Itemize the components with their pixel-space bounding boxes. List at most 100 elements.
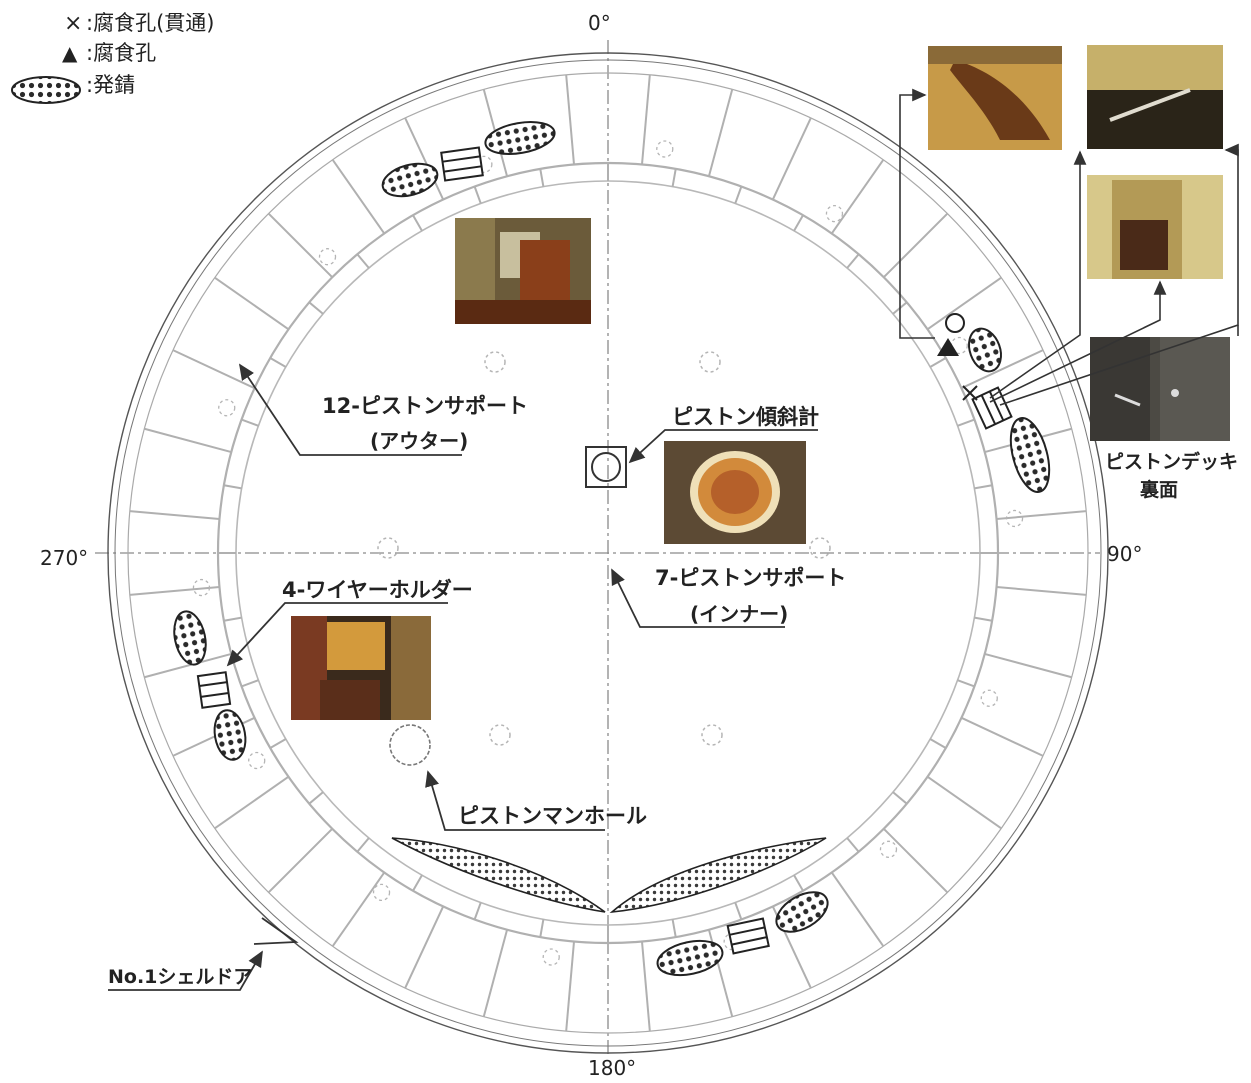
interior-opening	[699, 351, 721, 373]
pontoon-inner-tick	[241, 679, 259, 688]
pontoon-spoke	[565, 941, 576, 1032]
photo-corrosion-1	[928, 46, 1062, 150]
piston-manhole	[389, 724, 431, 766]
rust-streak-left	[391, 837, 606, 913]
pontoon-spoke	[883, 212, 949, 278]
rust-blob	[656, 939, 724, 977]
pontoon-hole	[879, 840, 898, 858]
angle-label-180: 180°	[588, 1056, 636, 1080]
rust-areas	[173, 121, 1051, 977]
pontoon-inner-tick	[308, 301, 324, 315]
shell-outer-ring	[107, 52, 1109, 1054]
pontoon-hole	[656, 140, 674, 158]
pontoon-spoke	[984, 652, 1072, 679]
pontoon-inner-tick	[957, 418, 975, 427]
legend-triangle-icon: ▲	[62, 41, 78, 65]
pontoon-spoke	[771, 117, 812, 200]
interior-opening	[701, 724, 723, 746]
pontoon-hole	[192, 578, 211, 597]
through-hole-cross-icon	[962, 385, 978, 401]
photos	[291, 45, 1230, 720]
pontoon-inner-tick	[974, 484, 993, 490]
rust-blob	[775, 891, 829, 933]
pontoon-hole	[825, 204, 844, 223]
label-deck-back: ピストンデッキ	[1105, 450, 1238, 473]
pontoon-inner-tick	[793, 214, 804, 232]
photo-corrosion-2	[1087, 45, 1223, 149]
pontoon-hole	[1005, 509, 1024, 528]
corrosion-markers	[937, 313, 978, 401]
pontoon-inner-tick	[412, 874, 423, 892]
pontoon-inner-tick	[892, 791, 908, 805]
interior-openings	[377, 351, 831, 746]
pontoon-inner-tick	[356, 253, 370, 269]
legend-label-corrosion-hole: :腐食孔	[86, 41, 156, 65]
interior-opening	[484, 351, 506, 373]
shell-door	[253, 917, 299, 945]
angle-label-270: 270°	[40, 546, 88, 570]
interior-opening	[809, 537, 831, 559]
pontoon-hole	[248, 751, 266, 770]
pontoon-inner-tick	[473, 186, 482, 204]
pontoon-hole	[980, 689, 998, 707]
legend-label-rust: :発錆	[86, 73, 135, 97]
pontoon-spoke	[926, 276, 1002, 331]
pontoon-spoke	[565, 74, 576, 165]
rust-streak-right	[609, 837, 827, 914]
photo-wire-holder	[291, 616, 431, 720]
pontoon-spoke	[996, 510, 1087, 521]
pontoon-spoke	[172, 349, 255, 390]
pontoon-spoke	[404, 117, 445, 200]
pontoon-inner-tick	[308, 791, 324, 805]
photo-tilt-meter	[664, 441, 806, 544]
angle-label-90: 90°	[1107, 542, 1142, 566]
photo-connectors	[899, 88, 1239, 406]
pontoon-spoke	[129, 510, 220, 521]
pontoon-hole	[542, 948, 560, 966]
callout-shell-door: No.1シェルドア	[108, 950, 263, 991]
pontoon-hole	[372, 883, 391, 902]
rust-blob	[484, 121, 556, 155]
photo-outer-support	[455, 218, 591, 324]
label-tilt-meter: ピストン傾斜計	[672, 405, 819, 429]
callout-wire-holder: 4-ワイヤーホルダー	[226, 578, 473, 667]
rust-blob	[1009, 417, 1051, 493]
pontoon-hole	[318, 248, 337, 266]
pontoon-inner-tick	[671, 919, 677, 938]
pontoon-inner-tick	[269, 357, 287, 368]
pontoon-inner-tick	[846, 837, 860, 853]
pontoon-spoke	[404, 906, 445, 989]
pontoon-inner-tick	[539, 168, 545, 187]
pontoon-inner-tick	[671, 168, 677, 187]
pontoon-inner-tick	[734, 186, 743, 204]
label-shell-door: No.1シェルドア	[108, 966, 252, 988]
pontoon-inner-tick	[929, 738, 947, 749]
pontoon-spoke	[331, 871, 386, 947]
pontoon-inner-tick	[412, 214, 423, 232]
pontoon-hole	[218, 399, 236, 417]
callout-outer-support: 12-ピストンサポート (アウター)	[239, 363, 528, 456]
interior-opening	[489, 724, 511, 746]
pontoon-spoke	[830, 159, 885, 235]
pontoon-inner-tick	[269, 738, 287, 749]
pontoon-inner-tick	[241, 418, 259, 427]
corrosion-hole-triangle-icon	[937, 338, 959, 356]
rust-blob	[381, 162, 439, 198]
pontoon-spoke	[482, 929, 509, 1017]
pontoon-spoke	[830, 871, 885, 947]
pontoon-spoke	[640, 74, 651, 165]
shell-inner-ring	[114, 59, 1102, 1047]
label-wire-holder: 4-ワイヤーホルダー	[282, 578, 473, 602]
wire-holder-box-bottom	[726, 917, 770, 955]
pontoon-spoke	[331, 159, 386, 235]
wire-holder-box-left	[196, 671, 232, 709]
label-deck-back-sub: 裏面	[1139, 478, 1178, 501]
label-inner-support: 7-ピストンサポート	[655, 566, 846, 590]
pontoon-inner-tick	[793, 874, 804, 892]
pontoon-spoke	[267, 212, 333, 278]
pontoon-inner-tick	[223, 484, 242, 490]
legend-rust-icon	[11, 76, 81, 104]
label-manhole: ピストンマンホール	[458, 804, 647, 828]
pontoon-spoke	[267, 828, 333, 894]
